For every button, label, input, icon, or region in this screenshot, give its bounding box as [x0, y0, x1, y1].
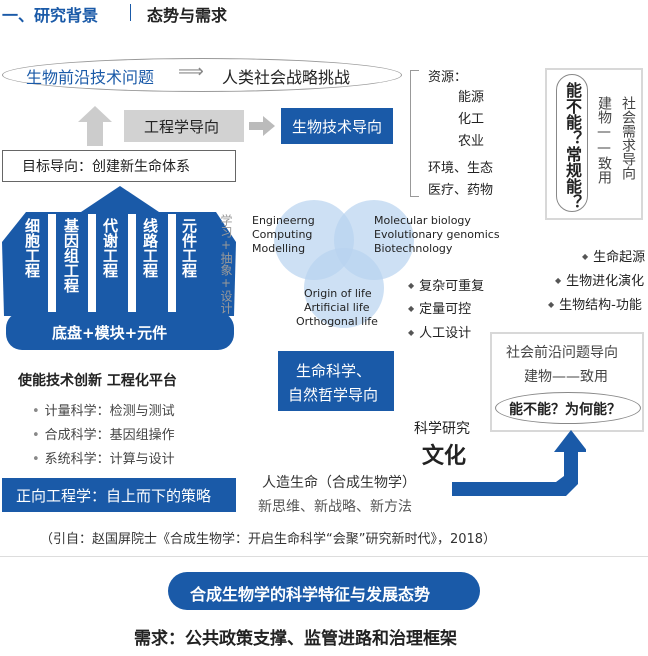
venn-bullet: 人工设计	[408, 322, 471, 341]
resource-extra: 环境、生态	[428, 161, 494, 176]
venn-left-line: Modelling	[252, 242, 306, 255]
side-vertical-text: 学习+抽象+设计	[219, 214, 233, 314]
big-up-arrow-icon	[452, 430, 588, 504]
venn-right-line: Molecular biology	[374, 214, 471, 227]
biotech-guide-box	[281, 108, 393, 144]
enabling-title: 使能技术创新 工程化平台	[18, 373, 177, 389]
resource-item: 农业	[458, 134, 485, 149]
footer-demand: 需求：公共政策支撑、监管进路和治理框架	[134, 629, 457, 649]
venn-bullet: 定量可控	[408, 298, 471, 317]
forward-engineering-bar	[2, 478, 236, 512]
life-science-line1: 生命科学、	[296, 362, 372, 380]
venn-left-line: Computing	[252, 228, 313, 241]
enabling-item: 系统科学：计算与设计	[32, 448, 175, 467]
venn-right-line: Biotechnology	[374, 242, 453, 255]
right-bullet: 生命起源	[582, 246, 645, 265]
social-frontier-oval	[495, 392, 641, 424]
resource-extra: 医疗、药物	[428, 183, 494, 198]
social-frontier-oval-text: 能不能？为何能？	[509, 402, 621, 418]
life-science-box	[278, 351, 394, 411]
resources-title: 资源：	[428, 70, 468, 85]
pillar-label: 元件工程	[180, 218, 198, 278]
engineering-guide-label: 工程学导向	[144, 118, 220, 136]
forward-engineering-label: 正向工程学：自上而下的策略	[16, 487, 212, 505]
pillar-label: 基因组工程	[62, 218, 80, 293]
goal-bar-label: 目标导向：创建新生命体系	[22, 159, 190, 175]
resource-item: 化工	[458, 112, 485, 127]
right-bullet: 生物进化演化	[555, 270, 644, 289]
double-arrow-icon: ⟹	[178, 61, 204, 82]
venn-bullet: 复杂可重复	[408, 275, 484, 294]
section-subtitle: 态势与需求	[147, 6, 228, 25]
social-frontier-line2: 建物——致用	[524, 369, 608, 385]
artificial-life-line1: 人造生命（合成生物学）	[262, 475, 416, 491]
goal-bar	[2, 150, 236, 182]
footer-pill-label: 合成生物学的科学特征与发展态势	[190, 585, 431, 604]
pillar-base-label: 底盘+模块+元件	[52, 324, 168, 342]
venn-bottom-line: Orthogonal life	[296, 315, 378, 328]
citation: （引自：赵国屏院士《合成生物学：开启生命科学“会聚”研究新时代》，2018）	[40, 532, 497, 547]
right-col2: 建物——致用	[596, 96, 612, 184]
pillar-label: 细胞工程	[23, 218, 41, 278]
top-oval-right: 人类社会战略挑战	[222, 68, 351, 87]
culture-small: 科学研究	[414, 421, 470, 437]
right-bullet: 生物结构-功能	[548, 294, 642, 313]
resource-item: 能源	[458, 90, 485, 105]
social-frontier-line1: 社会前沿问题导向	[506, 345, 618, 361]
header-divider	[130, 4, 131, 21]
right-question-oval	[556, 74, 588, 212]
up-arrow-icon	[78, 106, 112, 150]
culture-big: 文化	[422, 444, 467, 469]
biotech-guide-label: 生物技术导向	[292, 118, 383, 136]
resources-bracket	[410, 70, 419, 197]
section-title: 一、研究背景	[2, 6, 99, 25]
right-arrow-icon	[249, 116, 275, 140]
top-oval-left: 生物前沿技术问题	[26, 68, 155, 87]
venn-right-line: Evolutionary genomics	[374, 228, 500, 241]
footer-divider	[0, 556, 648, 557]
top-oval	[2, 58, 402, 92]
right-col3: 社会需求导向	[620, 96, 636, 180]
artificial-life-line2: 新思维、新战略、新方法	[258, 499, 412, 515]
venn-bottom-line: Origin of life	[304, 287, 372, 300]
venn-diagram	[270, 196, 420, 340]
life-science-line2: 自然哲学导向	[288, 386, 379, 404]
social-frontier-box	[490, 332, 644, 432]
right-question-main: 能不能？常规能？	[563, 82, 582, 210]
enabling-item: 合成科学：基因组操作	[32, 424, 175, 443]
venn-bottom-line: Artificial life	[304, 301, 370, 314]
pillar-label: 线路工程	[141, 218, 159, 278]
venn-left-line: Engineerng	[252, 214, 315, 227]
engineering-guide-box	[124, 110, 244, 142]
pillar-label: 代谢工程	[101, 218, 119, 278]
pillars-graphic	[2, 186, 238, 356]
right-question-box	[545, 68, 643, 220]
enabling-item: 计量科学：检测与测试	[32, 400, 175, 419]
footer-pill	[168, 572, 480, 610]
